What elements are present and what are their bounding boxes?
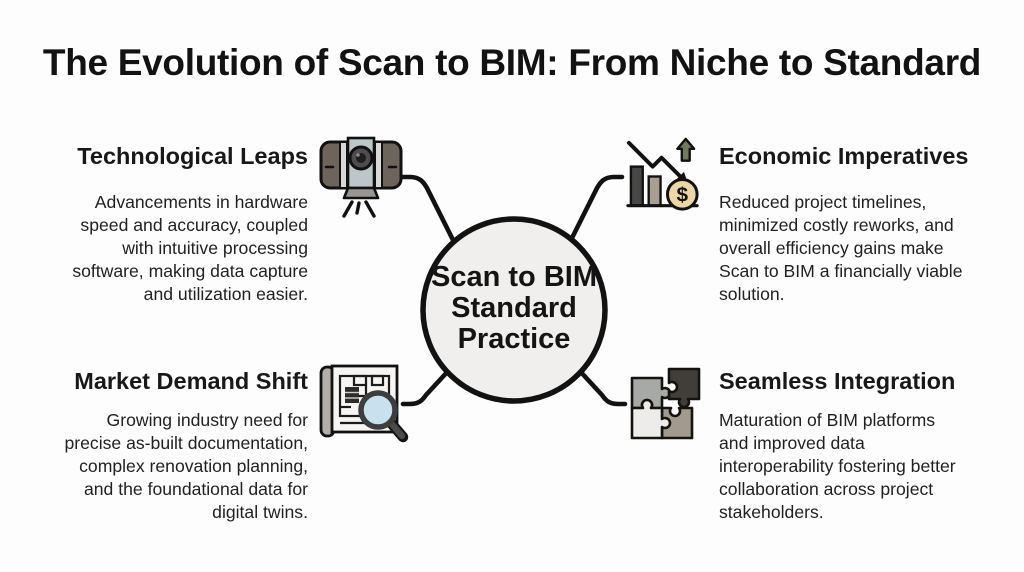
- connector-bottom-left: [400, 366, 453, 407]
- dollar-symbol: $: [677, 184, 689, 207]
- connector-top-right: [568, 174, 625, 243]
- section-heading: Market Demand Shift: [74, 368, 308, 394]
- section-body: Reduced project timelines, minimized cos…: [719, 192, 963, 304]
- puzzle-piece-white: [630, 398, 672, 440]
- center-label-line: Standard: [451, 292, 577, 324]
- laser-scanner-icon: [319, 136, 403, 218]
- laser-rays: [342, 200, 376, 218]
- declining-chart-dollar-icon: $: [626, 137, 699, 211]
- puzzle-piece-dark: [667, 367, 701, 409]
- section-heading: Seamless Integration: [719, 368, 956, 394]
- dollar-coin-icon: [665, 177, 699, 211]
- center-label: Scan to BIM Standard Practice: [424, 262, 604, 355]
- puzzle-piece-taupe: [660, 406, 694, 440]
- up-arrow-icon: [676, 137, 696, 162]
- center-circle: [420, 216, 608, 404]
- center-label-line: Practice: [457, 323, 571, 355]
- section-economic-imperatives: Economic Imperatives Reduced project tim…: [719, 143, 1007, 306]
- section-heading: Economic Imperatives: [719, 143, 969, 169]
- connector-top-left: [399, 174, 456, 243]
- section-heading: Technological Leaps: [77, 143, 308, 169]
- section-body: Advancements in hardware speed and accur…: [72, 192, 308, 304]
- section-technological-leaps: Technological Leaps Advancements in hard…: [30, 143, 308, 306]
- connector-bottom-right: [575, 366, 628, 407]
- magnifier-lens: [358, 390, 398, 430]
- page-title: The Evolution of Scan to BIM: From Niche…: [42, 42, 982, 83]
- blueprint-magnifier-icon: [319, 364, 409, 443]
- section-seamless-integration: Seamless Integration Maturation of BIM p…: [719, 368, 1007, 524]
- section-market-demand-shift: Market Demand Shift Growing industry nee…: [30, 368, 308, 524]
- section-body: Maturation of BIM platforms and improved…: [719, 410, 956, 522]
- section-body: Growing industry need for precise as-bui…: [64, 410, 308, 522]
- center-label-line: Scan to BIM: [431, 261, 597, 293]
- puzzle-pieces-icon: [630, 367, 701, 440]
